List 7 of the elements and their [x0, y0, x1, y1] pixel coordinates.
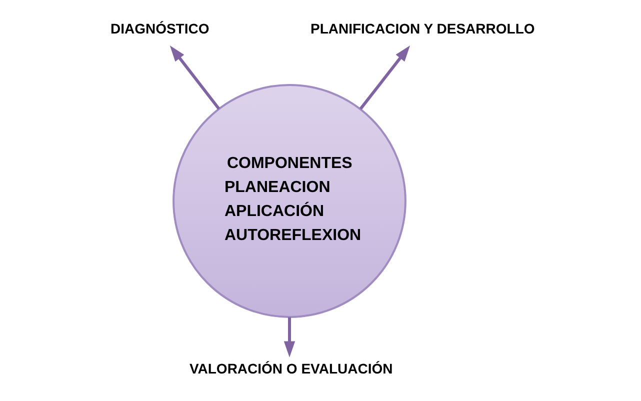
- arrow: [170, 44, 220, 110]
- arrow: [284, 316, 296, 357]
- node-circle: COMPONENTES PLANEACION APLICACIÓN AUTOREFLEXION: [172, 84, 406, 318]
- node-text: VALORACIÓN O EVALUACIÓN: [189, 360, 393, 376]
- node-text: DIAGNÓSTICO: [110, 20, 210, 36]
- arrow: [359, 44, 410, 110]
- node-text: PLANIFICACION Y DESARROLLO: [310, 20, 535, 36]
